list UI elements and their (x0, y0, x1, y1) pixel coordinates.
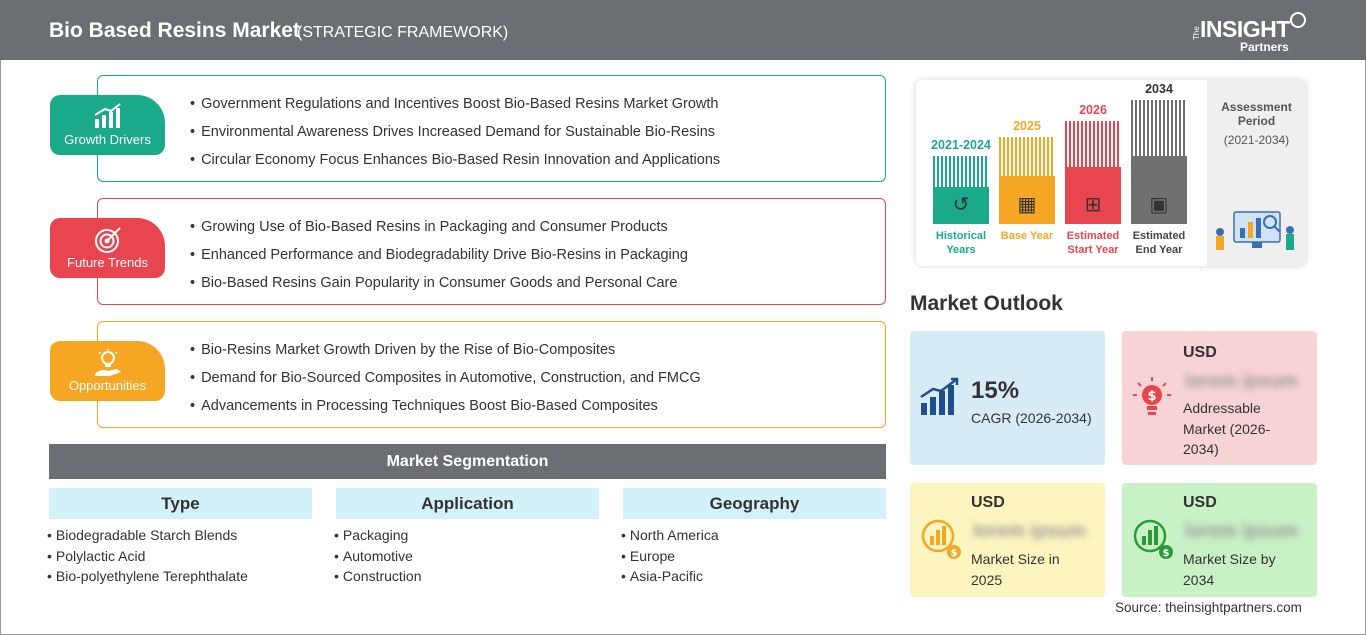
list-item: Enhanced Performance and Biodegradabilit… (190, 245, 688, 273)
timeline-bar: ↺ (933, 156, 989, 224)
list-item: Bio-Resins Market Growth Driven by the R… (190, 340, 701, 368)
future-trends-badge: Future Trends (50, 218, 165, 278)
header-bar: Bio Based Resins Market (STRATEGIC FRAME… (0, 0, 1366, 60)
timeline-caption: Historical Years (935, 230, 987, 256)
page-title: Bio Based Resins Market (49, 19, 300, 42)
timeline-caption: Estimated Start Year (1066, 230, 1120, 256)
size-2025-label: Market Size in 2025 (971, 551, 1060, 588)
list-item: Europe (621, 546, 886, 567)
bar-chart-growth-icon (94, 103, 121, 128)
list-item: Bio-Based Resins Gain Popularity in Cons… (190, 273, 688, 301)
size-2034-value-blurred: lorem ipsum (1185, 521, 1298, 542)
usd-label: USD (971, 494, 1005, 511)
list-item: Automotive (334, 546, 599, 567)
market-size-2025-card: $ USD lorem ipsum Market Size in 2025 (910, 483, 1105, 597)
segmentation-header: Market Segmentation (49, 444, 886, 479)
analytics-icon: ⊞ (1084, 192, 1102, 216)
opportunities-box: Bio-Resins Market Growth Driven by the R… (97, 321, 886, 428)
target-icon (95, 227, 121, 253)
cagr-value: 15% (971, 377, 1020, 404)
segment-head: Type (49, 488, 312, 519)
timeline-caption: Base Year (1000, 230, 1054, 242)
addressable-value-blurred: lorem ipsum (1185, 371, 1298, 392)
timeline-year: 2026 (1079, 103, 1107, 117)
list-item: Construction (334, 566, 599, 587)
svg-text:$: $ (1147, 389, 1156, 404)
badge-label: Growth Drivers (64, 132, 151, 147)
timeline-year: 2021-2024 (931, 138, 991, 152)
source-text[interactable]: Source: theinsightpartners.com (1115, 600, 1302, 615)
cagr-label: CAGR (2026-2034) (971, 410, 1092, 426)
list-item: Government Regulations and Incentives Bo… (190, 94, 720, 122)
coin-chart-icon: $ (921, 519, 961, 559)
list-item: Biodegradable Starch Blends (47, 525, 312, 546)
market-size-2034-card: $ USD lorem ipsum Market Size by 2034 (1122, 483, 1317, 597)
market-outlook-title: Market Outlook (910, 292, 1063, 315)
usd-label: USD (1183, 344, 1217, 361)
dollar-bulb-icon: $ (1133, 377, 1171, 415)
lightbulb-hand-icon (95, 349, 121, 376)
usd-label: USD (1183, 494, 1217, 511)
growth-drivers-badge: Growth Drivers (50, 95, 165, 155)
timeline-bar: ▣ (1131, 100, 1187, 224)
svg-text:$: $ (951, 548, 958, 559)
badge-label: Future Trends (67, 255, 148, 270)
insight-partners-logo[interactable]: The INSIGHT Partners (1190, 10, 1310, 54)
list-item: Environmental Awareness Drives Increased… (190, 122, 720, 150)
list-item: Polylactic Acid (47, 546, 312, 567)
cagr-card: 15% CAGR (2026-2034) (910, 331, 1105, 465)
list-item: Growing Use of Bio-Based Resins in Packa… (190, 217, 688, 245)
timeline-year: 2025 (1013, 119, 1041, 133)
segment-head: Geography (623, 488, 886, 519)
badge-label: Opportunities (68, 378, 147, 393)
logo-ring-icon (1290, 12, 1306, 28)
history-icon: ↺ (952, 192, 970, 216)
segment-head: Application (336, 488, 599, 519)
addressable-market-card: $ USD lorem ipsum Addressable Market (20… (1122, 331, 1317, 465)
svg-text:$: $ (1163, 548, 1170, 559)
growth-drivers-box: Government Regulations and Incentives Bo… (97, 75, 886, 182)
timeline-caption: Estimated End Year (1132, 230, 1186, 256)
size-2034-label: Market Size by 2034 (1183, 551, 1276, 588)
growth-chart-icon (920, 377, 959, 415)
timeline-bar: ⊞ (1065, 121, 1121, 224)
list-item: Advancements in Processing Techniques Bo… (190, 396, 701, 424)
addressable-label: Addressable Market (2026-2034) (1183, 400, 1271, 457)
growth-drivers-list: Government Regulations and Incentives Bo… (190, 94, 720, 178)
list-item: Demand for Bio-Sourced Composites in Aut… (190, 368, 701, 396)
list-item: Bio-polyethylene Terephthalate (47, 566, 312, 587)
segment-type: Type Biodegradable Starch Blends Polylac… (49, 488, 312, 587)
coin-chart-icon: $ (1133, 519, 1173, 559)
logo-insight-text: INSIGHT (1200, 16, 1290, 42)
list-item: Circular Economy Focus Enhances Bio-Base… (190, 150, 720, 178)
opportunities-badge: Opportunities (50, 341, 165, 401)
segment-application: Application Packaging Automotive Constru… (336, 488, 599, 587)
segment-geography: Geography North America Europe Asia-Paci… (623, 488, 886, 587)
assessment-range: (2021-2034) (1223, 133, 1290, 147)
assessment-period-panel: Assessment Period (2021-2034) (1207, 80, 1306, 266)
list-item: North America (621, 525, 886, 546)
list-item: Asia-Pacific (621, 566, 886, 587)
future-trends-list: Growing Use of Bio-Based Resins in Packa… (190, 217, 688, 301)
future-trends-box: Growing Use of Bio-Based Resins in Packa… (97, 198, 886, 305)
size-2025-value-blurred: lorem ipsum (973, 521, 1086, 542)
logo-partners-text: Partners (1240, 40, 1289, 54)
opportunities-list: Bio-Resins Market Growth Driven by the R… (190, 340, 701, 424)
page-subtitle: (STRATEGIC FRAMEWORK) (297, 24, 509, 41)
presentation-icon: ▣ (1149, 192, 1169, 216)
timeline-year: 2034 (1145, 82, 1173, 96)
assessment-title: Assessment Period (1221, 100, 1292, 128)
timeline-bar: ▦ (999, 137, 1055, 224)
calendar-icon: ▦ (1017, 192, 1037, 216)
analytics-people-icon (1216, 211, 1294, 250)
list-item: Packaging (334, 525, 599, 546)
